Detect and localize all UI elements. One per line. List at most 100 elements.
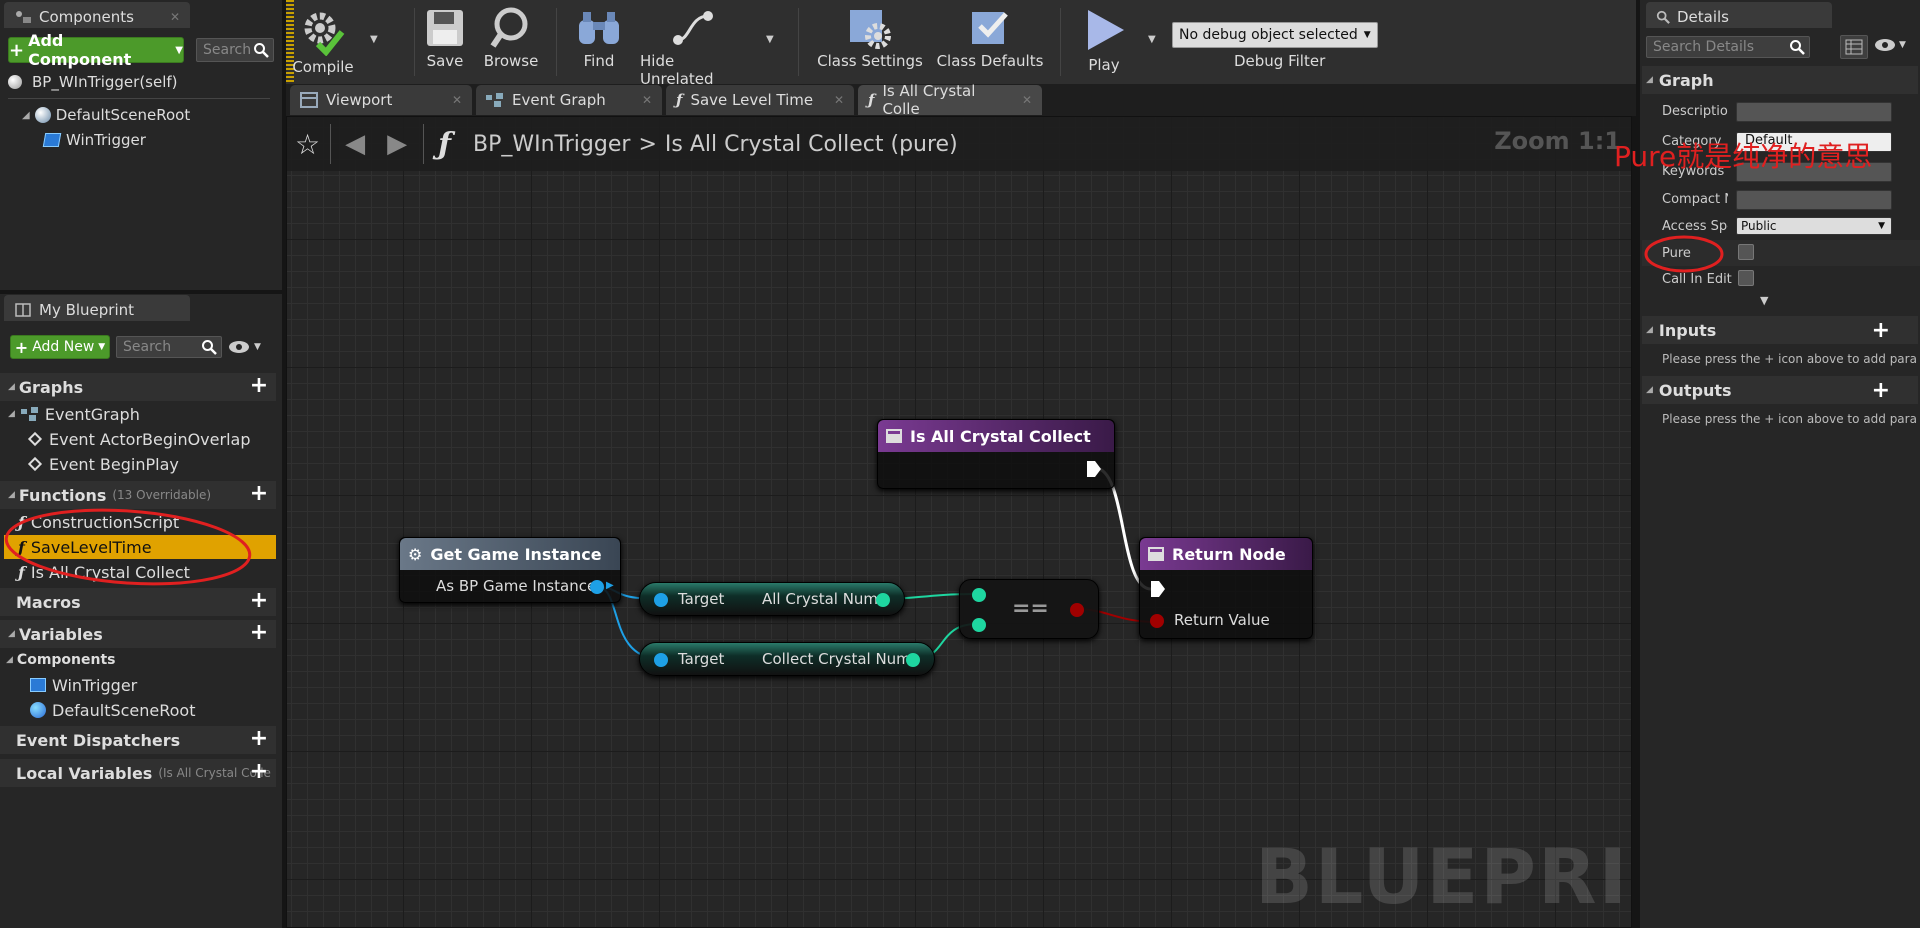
nav-separator [423,124,425,164]
get-game-instance-node[interactable]: ⚙ Get Game Instance As BP Game Instance … [399,537,621,603]
expand-arrow-icon[interactable]: ◢ [22,109,30,121]
call-in-editor-checkbox[interactable] [1738,270,1754,286]
description-input[interactable] [1736,102,1892,122]
function-item-save-level-time[interactable]: ƒ SaveLevelTime [4,535,276,559]
graphs-section-header[interactable]: ◢ Graphs + [0,373,276,401]
details-tab[interactable]: Details [1646,2,1832,28]
function-entry-node[interactable]: Is All Crystal Collect [877,419,1115,489]
compile-button[interactable]: Compile [292,6,354,76]
exec-out-pin[interactable] [1086,460,1102,478]
add-graph-button[interactable]: + [249,373,269,398]
equals-node[interactable]: == [959,579,1099,639]
compact-node-title-input[interactable] [1736,190,1892,210]
event-dispatchers-section-header[interactable]: Event Dispatchers + [0,726,276,754]
star-icon[interactable]: ☆ [295,127,321,161]
back-arrow-icon[interactable]: ◀ [345,129,366,159]
pure-checkbox[interactable] [1738,244,1754,260]
add-input-button[interactable]: + [1871,317,1890,343]
find-button[interactable]: Find [574,6,624,70]
target-in-pin[interactable] [654,593,668,607]
breadcrumb-function[interactable]: Is All Crystal Collect (pure) [664,131,958,157]
graph-item-begin-play[interactable]: Event BeginPlay [27,452,179,476]
close-icon[interactable]: ✕ [169,10,180,24]
my-blueprint-tab[interactable]: My Blueprint [4,295,190,321]
return-node[interactable]: Return Node Return Value [1139,537,1313,639]
int-in-pin-a[interactable] [972,588,986,602]
add-macro-button[interactable]: + [249,588,269,613]
hide-unrelated-options-chevron-icon[interactable]: ▼ [766,34,774,45]
save-label: Save [426,52,464,70]
graphs-label: Graphs [18,377,84,397]
node-header[interactable]: Return Node [1140,538,1312,570]
add-output-button[interactable]: + [1871,377,1890,403]
add-local-variable-button[interactable]: + [249,759,269,784]
keywords-input[interactable] [1736,162,1892,182]
local-variables-section-header[interactable]: Local Variables (Is All Crystal Colle + [0,759,276,787]
tab-save-level-time[interactable]: ƒ Save Level Time ✕ [666,85,854,115]
play-button[interactable]: Play [1076,6,1132,74]
debug-object-select[interactable]: No debug object selected ▼ [1172,22,1378,48]
node-header[interactable]: ⚙ Get Game Instance [400,538,620,570]
add-dispatcher-button[interactable]: + [249,726,269,751]
save-button[interactable]: Save [422,6,468,70]
add-function-button[interactable]: + [249,481,269,506]
functions-section-header[interactable]: ◢ Functions (13 Overridable) + [0,481,276,509]
graph-canvas[interactable]: ☆ ◀ ▶ ƒ BP_WInTrigger > Is All Crystal C… [286,116,1632,928]
all-crystal-num-getter[interactable]: Target All Crystal Num [639,582,905,616]
class-defaults-button[interactable]: Class Defaults [934,6,1046,70]
graph-item-label: Event BeginPlay [49,454,179,474]
tab-is-all-crystal-collect[interactable]: ƒ Is All Crystal Colle ✕ [858,82,1042,118]
components-self-row[interactable]: BP_WInTrigger(self) [8,72,178,92]
view-options-icon[interactable]: ▼ [228,338,266,356]
hide-unrelated-button[interactable]: Hide Unrelated [640,6,750,88]
close-icon[interactable]: ✕ [451,93,462,107]
details-search-input[interactable]: Search Details [1646,36,1810,58]
variables-section-header[interactable]: ◢ Variables + [0,620,276,648]
components-tab[interactable]: Components ✕ [4,2,190,28]
add-new-button[interactable]: + Add New ▼ [10,335,110,359]
box-collision-icon [42,133,62,147]
close-icon[interactable]: ✕ [833,93,844,107]
outputs-category-header[interactable]: ◢ Outputs + [1642,376,1918,404]
int-out-pin[interactable] [906,653,920,667]
my-blueprint-search-input[interactable]: Search [116,336,222,358]
play-options-chevron-icon[interactable]: ▼ [1148,34,1156,45]
debug-filter-label: Debug Filter [1234,52,1326,70]
forward-arrow-icon[interactable]: ▶ [387,129,408,159]
graph-category-header[interactable]: ◢ Graph [1642,66,1918,94]
exec-in-pin[interactable] [1150,580,1166,598]
object-out-pin[interactable] [590,580,604,594]
compile-options-chevron-icon[interactable]: ▼ [370,34,378,45]
variable-item-wintrigger[interactable]: WinTrigger [30,673,137,697]
graph-item-actor-begin-overlap[interactable]: Event ActorBeginOverlap [27,427,250,451]
bool-out-pin[interactable] [1070,603,1084,617]
component-tree-item[interactable]: ◢ DefaultSceneRoot [22,105,190,125]
bool-in-pin[interactable] [1150,614,1164,628]
target-in-pin[interactable] [654,653,668,667]
add-variable-button[interactable]: + [249,620,269,645]
int-in-pin-b[interactable] [972,618,986,632]
macros-section-header[interactable]: Macros + [0,588,276,616]
access-specifier-select[interactable]: Public ▼ [1736,217,1892,235]
component-tree-item[interactable]: WinTrigger [42,130,146,150]
category-combo[interactable]: Default [1736,132,1892,152]
node-header[interactable]: Is All Crystal Collect [878,420,1114,452]
graph-item-eventgraph[interactable]: ◢ EventGraph [8,402,140,426]
int-out-pin[interactable] [876,593,890,607]
add-component-button[interactable]: + Add Component ▼ [8,31,184,69]
advanced-expand-icon[interactable]: ▼ [1760,294,1769,307]
inputs-category-header[interactable]: ◢ Inputs + [1642,316,1918,344]
close-icon[interactable]: ✕ [1021,93,1032,107]
details-view-options-icon[interactable]: ▼ [1874,38,1906,52]
variables-components-category[interactable]: ◢ Components [6,652,116,668]
components-search-input[interactable]: Search [196,38,274,62]
breadcrumb-blueprint[interactable]: BP_WInTrigger [473,131,631,157]
tab-viewport[interactable]: Viewport ✕ [290,85,472,115]
close-icon[interactable]: ✕ [641,93,652,107]
tab-event-graph[interactable]: Event Graph ✕ [476,85,662,115]
class-settings-button[interactable]: Class Settings [812,6,928,70]
collect-crystal-num-getter[interactable]: Target Collect Crystal Num [639,642,935,676]
browse-button[interactable]: Browse [482,6,540,70]
variable-item-defaultsceneroot[interactable]: DefaultSceneRoot [30,698,196,722]
property-matrix-icon[interactable] [1840,35,1868,59]
